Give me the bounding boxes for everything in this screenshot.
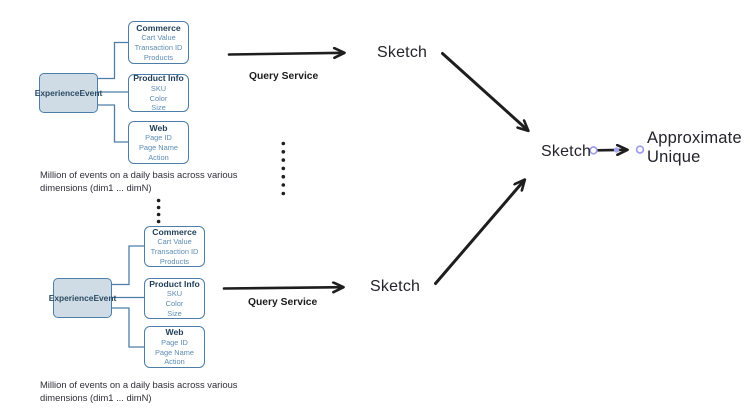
query-service-label-top: Query Service [249, 71, 319, 82]
schema-box-item: Action [164, 357, 185, 367]
schema-box-item: Transaction ID [150, 247, 199, 257]
schema-box-item: Page ID [161, 337, 188, 347]
schema-box-item: Size [151, 103, 166, 113]
query-arrow-top [227, 53, 344, 55]
schema-connectors-bottom [111, 245, 144, 348]
schema-box-item: Cart Value [141, 33, 176, 43]
schema-box-web-top[interactable]: Web Page ID Page Name Action [128, 121, 189, 164]
sketch-merge-arrow-bottom [434, 180, 525, 285]
schema-box-web-bottom[interactable]: Web Page ID Page Name Action [144, 326, 205, 368]
schema-box-title: Web [149, 122, 168, 133]
selection-handle-start[interactable] [589, 146, 598, 155]
schema-box-item: SKU [166, 289, 183, 299]
sketch-label-top: Sketch [377, 44, 428, 61]
schema-box-item: Transaction ID [134, 43, 183, 53]
ellipsis-dots-vertical-middle [281, 141, 286, 196]
schema-connectors-top [98, 41, 128, 143]
schema-box-item: SKU [150, 83, 167, 93]
schema-box-product-info-top[interactable]: Product Info SKU Color Size [128, 73, 189, 113]
schema-box-title: Product Info [133, 73, 184, 84]
schema-box-item: Page ID [145, 133, 172, 143]
ellipsis-dots-vertical-left [156, 198, 161, 224]
schema-box-item: Products [143, 52, 174, 62]
schema-box-item: Size [167, 308, 182, 318]
selection-handle-end[interactable] [635, 145, 645, 154]
query-service-label-bottom: Query Service [248, 297, 318, 308]
sketch-merge-arrow-top [441, 52, 529, 131]
selection-handle-mid[interactable] [613, 147, 620, 153]
schema-box-commerce-bottom[interactable]: Commerce Cart Value Transaction ID Produ… [144, 226, 205, 267]
approximate-unique-label: Approximate Unique [647, 129, 742, 166]
experience-event-label: ExperienceEvent [48, 293, 117, 303]
schema-box-item: Page Name [138, 143, 179, 153]
experience-event-box-top[interactable]: ExperienceEvent [35, 73, 102, 113]
cluster-caption-top: Million of events on a daily basis acros… [40, 169, 238, 194]
schema-box-item: Color [149, 93, 168, 103]
query-arrow-bottom [222, 287, 343, 288]
schema-box-title: Commerce [136, 22, 181, 33]
sketch-label-bottom: Sketch [370, 278, 421, 295]
schema-box-item: Page Name [154, 347, 195, 357]
schema-box-item: Action [148, 152, 169, 162]
output-connector[interactable] [589, 145, 645, 155]
schema-box-product-info-bottom[interactable]: Product Info SKU Color Size [144, 278, 205, 319]
schema-box-item: Products [159, 256, 190, 266]
experience-event-label: ExperienceEvent [34, 88, 103, 98]
schema-box-title: Product Info [149, 278, 200, 289]
schema-box-item: Cart Value [157, 237, 192, 247]
schema-box-commerce-top[interactable]: Commerce Cart Value Transaction ID Produ… [128, 21, 189, 64]
schema-box-item: Color [165, 299, 184, 309]
sketch-label-merged: Sketch [541, 143, 592, 160]
schema-box-title: Commerce [152, 226, 197, 237]
schema-box-title: Web [165, 327, 184, 338]
experience-event-box-bottom[interactable]: ExperienceEvent [49, 278, 116, 318]
cluster-caption-bottom: Million of events on a daily basis acros… [40, 379, 238, 404]
